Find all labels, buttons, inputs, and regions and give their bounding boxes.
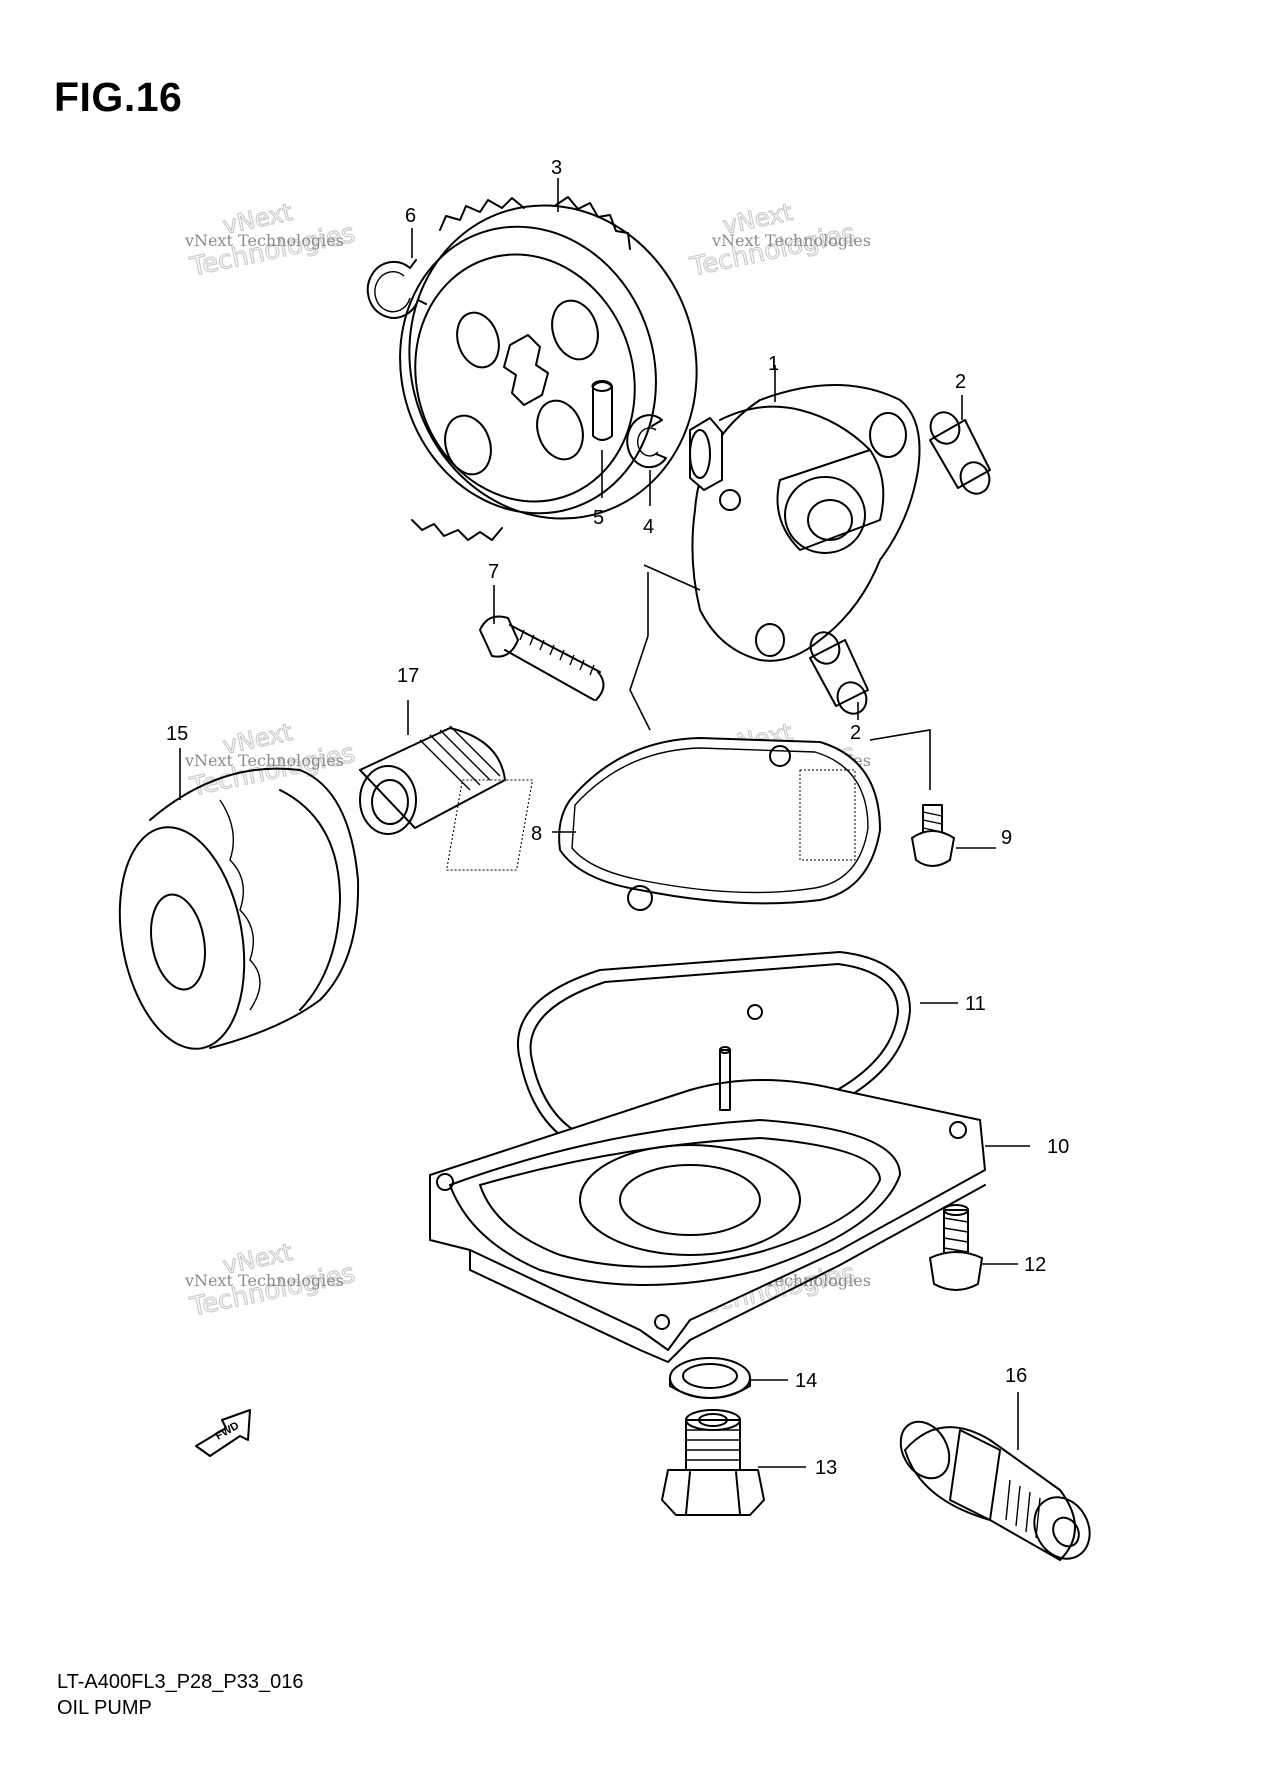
part-3-gear <box>399 196 698 541</box>
callout-14: 14 <box>795 1370 817 1392</box>
figure-title: FIG.16 <box>54 74 183 120</box>
part-13-drain-plug <box>661 1409 765 1516</box>
part-9-bolt <box>911 804 955 867</box>
watermark-text: vNext Technologies <box>184 751 344 770</box>
watermark-text: vNext Technologies <box>184 231 344 250</box>
callout-9: 9 <box>1001 827 1012 849</box>
part-10-cover <box>429 1004 986 1363</box>
part-6-circlip <box>366 259 427 319</box>
callout-16: 16 <box>1005 1365 1027 1387</box>
part-14-washer <box>669 1357 751 1399</box>
part-2-dowel-upper <box>929 411 991 495</box>
part-4-eclip <box>626 414 667 469</box>
callout-4: 4 <box>643 516 654 538</box>
callout-12: 12 <box>1024 1254 1046 1276</box>
part-8-strainer <box>446 737 881 911</box>
callout-17: 17 <box>397 665 419 687</box>
part-7-bolt <box>479 615 605 701</box>
watermark-text: vNext Technologies <box>184 1271 344 1290</box>
leader-lines <box>179 178 1030 1468</box>
part-12-bolt <box>929 1204 983 1291</box>
callout-1: 1 <box>768 353 779 375</box>
part-15-oil-filter <box>118 767 360 1050</box>
callout-2-upper: 2 <box>955 371 966 393</box>
fwd-arrow-icon: FWD <box>195 1409 251 1457</box>
callout-labels: 3 6 1 2 5 4 7 17 2 15 8 9 11 10 12 16 14… <box>166 157 1069 1479</box>
callout-8: 8 <box>531 823 542 845</box>
callout-11: 11 <box>965 993 986 1015</box>
callout-10: 10 <box>1047 1136 1069 1158</box>
callout-13: 13 <box>815 1457 837 1479</box>
callout-3: 3 <box>551 157 562 179</box>
callout-5: 5 <box>593 507 604 529</box>
part-17-pipe <box>359 725 506 835</box>
figure-name: OIL PUMP <box>57 1697 152 1719</box>
part-5-pin <box>591 380 613 441</box>
part-2-dowel-lower <box>809 631 869 715</box>
callout-6: 6 <box>405 205 416 227</box>
part-1-oil-pump <box>689 384 921 662</box>
callout-7: 7 <box>488 561 499 583</box>
callout-15: 15 <box>166 723 188 745</box>
model-code: LT-A400FL3_P28_P33_016 <box>57 1671 304 1693</box>
part-16-switch <box>899 1420 1091 1561</box>
callout-2-lower: 2 <box>850 722 861 744</box>
watermark-text: vNext Technologies <box>711 231 871 250</box>
